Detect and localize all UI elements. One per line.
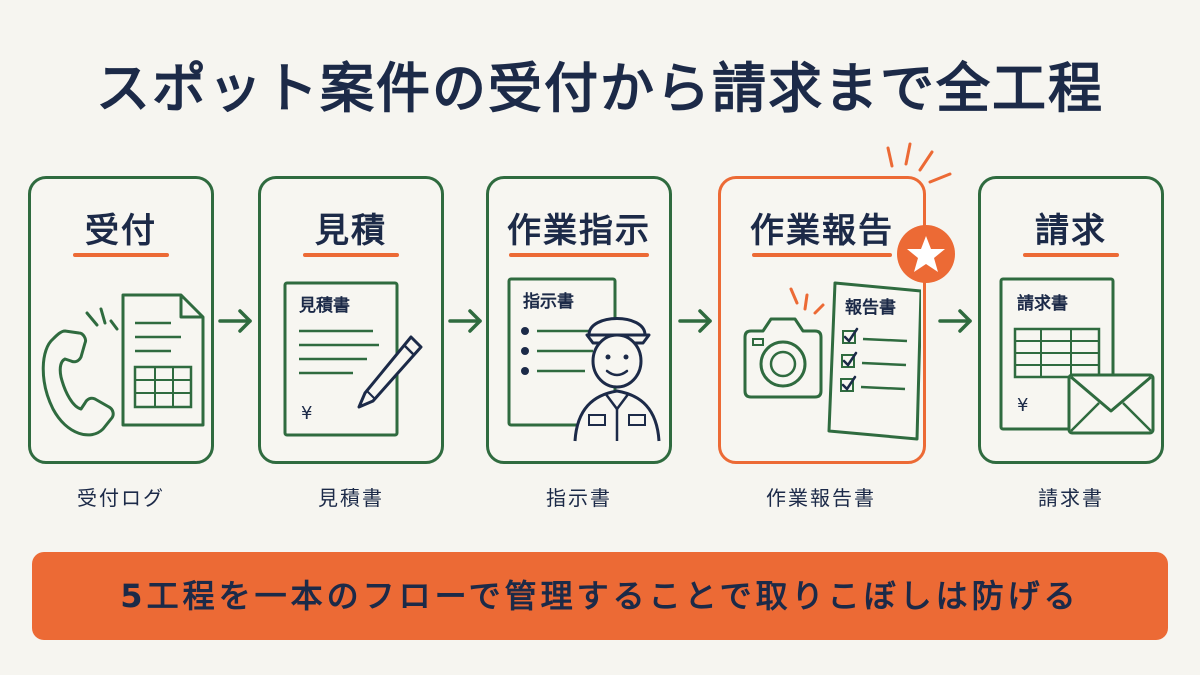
form-document-icon: [121, 293, 205, 427]
estimate-document-icon: 見積書 ¥: [283, 281, 399, 437]
worker-icon: [573, 317, 661, 442]
step-title: 作業指示: [507, 211, 651, 251]
star-badge-icon: [897, 225, 955, 283]
checklist-report-icon: 報告書: [827, 281, 921, 441]
step-caption: 見積書: [318, 486, 384, 510]
step-title-underline: [752, 253, 892, 257]
doc-label: 指示書: [523, 291, 574, 312]
instruction-document-icon: 指示書: [507, 277, 617, 427]
step-title-underline: [509, 253, 649, 257]
phone-icon: [41, 307, 119, 437]
step-title: 作業報告: [750, 211, 894, 251]
flow-arrow-icon: [448, 309, 482, 333]
step-card-work-instruction: 作業指示 指示書: [486, 176, 672, 464]
step-card-estimate: 見積 見積書 ¥: [258, 176, 444, 464]
flow-arrow-icon: [218, 309, 252, 333]
page-title: スポット案件の受付から請求まで全工程: [96, 57, 1104, 120]
step-title: 見積: [315, 211, 387, 251]
summary-banner: 5工程を一本のフローで管理することで取りこぼしは防げる: [32, 552, 1168, 640]
pencil-icon: [357, 335, 423, 409]
envelope-icon: [1067, 373, 1155, 435]
step-title-underline: [73, 253, 169, 257]
step-caption: 指示書: [546, 486, 612, 510]
summary-banner-text: 5工程を一本のフローで管理することで取りこぼしは防げる: [120, 577, 1080, 615]
invoice-illustration: 請求書 ¥: [999, 277, 1155, 435]
step-caption: 作業報告書: [766, 486, 876, 510]
flow-arrow-icon: [938, 309, 972, 333]
step-title-underline: [303, 253, 399, 257]
step-title-underline: [1023, 253, 1119, 257]
work-report-illustration: 報告書: [743, 281, 921, 441]
camera-icon: [743, 287, 825, 399]
doc-label: 報告書: [845, 297, 896, 318]
reception-illustration: [41, 293, 205, 437]
sparkle-icon: [886, 142, 952, 184]
step-caption: 請求書: [1038, 486, 1104, 510]
step-card-work-report: 作業報告 報告書: [718, 176, 926, 464]
step-title: 受付: [85, 211, 157, 251]
doc-label: 請求書: [1017, 293, 1068, 314]
flow-arrow-icon: [678, 309, 712, 333]
estimate-illustration: 見積書 ¥: [283, 281, 423, 437]
step-caption: 受付ログ: [77, 486, 165, 510]
step-title: 請求: [1035, 211, 1107, 251]
currency-symbol: ¥: [1017, 395, 1028, 416]
currency-symbol: ¥: [301, 403, 312, 424]
step-card-reception: 受付: [28, 176, 214, 464]
doc-label: 見積書: [298, 295, 350, 316]
work-instruction-illustration: 指示書: [507, 277, 661, 442]
step-card-invoice: 請求 請求書 ¥: [978, 176, 1164, 464]
